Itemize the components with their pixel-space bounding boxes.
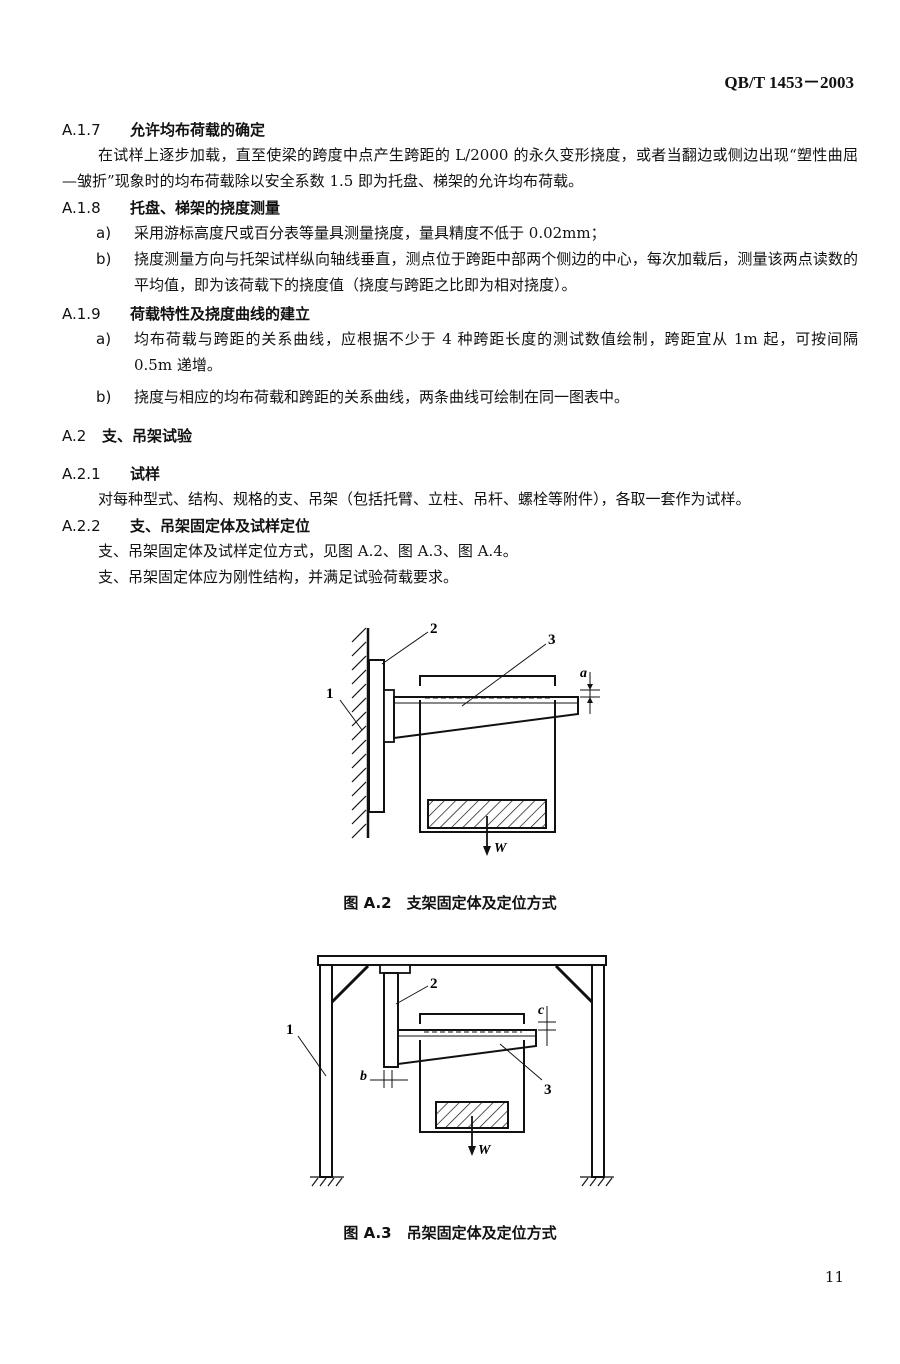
section-number: A.1.9: [62, 305, 101, 323]
section-number: A.2.2: [62, 517, 101, 535]
section-title: 荷载特性及挠度曲线的建立: [130, 305, 311, 323]
hanger-head: [379, 964, 411, 974]
load-label-w: W: [494, 841, 508, 856]
part-label-2: 2: [430, 976, 438, 992]
list-text: 均布荷载与跨距的关系曲线，应根据不少于 4 种跨距长度的测试数值绘制，跨距宜从 …: [134, 330, 858, 374]
list-item: b) 挠度与相应的均布荷载和跨距的关系曲线，两条曲线可绘制在同一图表中。: [62, 384, 858, 410]
section-title: 允许均布荷载的确定: [130, 121, 266, 139]
section-heading: A.1.8 托盘、梯架的挠度测量: [62, 196, 858, 220]
standard-code: QB/T 1453－2003: [724, 73, 854, 92]
section-heading: A.1.7 允许均布荷载的确定: [62, 118, 858, 142]
frame-column-left: [319, 964, 333, 1178]
figure-a2-diagram: 1 2 3 a W: [326, 621, 600, 856]
section-a22: A.2.2 支、吊架固定体及试样定位 支、吊架固定体及试样定位方式，见图 A.2、…: [62, 514, 858, 590]
dimension-label-c: c: [538, 1003, 545, 1018]
list-label: a): [96, 224, 112, 242]
bracket-base: [383, 689, 395, 743]
list-item: a) 均布荷载与跨距的关系曲线，应根据不少于 4 种跨距长度的测试数值绘制，跨距宜…: [62, 326, 858, 378]
dimension-label-b: b: [360, 1069, 367, 1084]
section-a21: A.2.1 试样 对每种型式、结构、规格的支、吊架（包括托臂、立柱、吊杆、螺栓等附…: [62, 462, 858, 512]
list-label: b): [96, 250, 112, 268]
paragraph: 支、吊架固定体应为刚性结构，并满足试验荷载要求。: [98, 568, 459, 586]
section-title: 支、吊架试验: [102, 427, 193, 445]
wall-hatch: [351, 627, 367, 839]
fixing-plate: [368, 659, 385, 813]
list-item: a) 采用游标高度尺或百分表等量具测量挠度，量具精度不低于 0.02mm；: [62, 220, 858, 246]
figure-a3-caption: 图 A.3 吊架固定体及定位方式: [343, 1224, 557, 1242]
frame-top-beam: [317, 955, 607, 966]
part-label-3: 3: [548, 632, 556, 648]
section-title: 试样: [130, 465, 161, 483]
figure-a3-diagram: 1 2 3 c b W: [286, 955, 614, 1187]
section-number: A.2.1: [62, 465, 101, 483]
list-item: b) 挠度测量方向与托架试样纵向轴线垂直，测点位于跨距中部两个侧边的中心，每次加载…: [62, 246, 858, 298]
part-label-2: 2: [430, 621, 438, 637]
section-a18: A.1.8 托盘、梯架的挠度测量 a) 采用游标高度尺或百分表等量具测量挠度，量具精…: [62, 196, 858, 298]
part-label-1: 1: [326, 686, 334, 702]
section-a19: A.1.9 荷载特性及挠度曲线的建立 a) 均布荷载与跨距的关系曲线，应根据不少于 …: [62, 302, 858, 410]
hanger-rod: [383, 972, 399, 1068]
part-label-1: 1: [286, 1022, 294, 1038]
dimension-label-a: a: [580, 666, 587, 681]
part-label-3: 3: [544, 1082, 552, 1098]
section-heading: A.2 支、吊架试验: [62, 424, 858, 448]
section-heading: A.2.2 支、吊架固定体及试样定位: [62, 514, 858, 538]
section-number: A.1.8: [62, 199, 101, 217]
section-a2: A.2 支、吊架试验: [62, 424, 858, 448]
figure-a2-caption: 图 A.2 支架固定体及定位方式: [343, 894, 557, 912]
section-number: A.2: [62, 427, 87, 445]
section-heading: A.2.1 试样: [62, 462, 858, 486]
section-number: A.1.7: [62, 121, 101, 139]
list-text: 挠度与相应的均布荷载和跨距的关系曲线，两条曲线可绘制在同一图表中。: [134, 388, 630, 406]
paragraph: 支、吊架固定体及试样定位方式，见图 A.2、图 A.3、图 A.4。: [98, 542, 518, 560]
section-heading: A.1.9 荷载特性及挠度曲线的建立: [62, 302, 858, 326]
list-text: 采用游标高度尺或百分表等量具测量挠度，量具精度不低于 0.02mm；: [134, 224, 606, 242]
ground-hatch: [310, 1176, 614, 1187]
list-label: b): [96, 388, 112, 406]
section-a17: A.1.7 允许均布荷载的确定 在试样上逐步加载，直至使梁的跨度中点产生跨距的 L…: [62, 118, 858, 194]
section-title: 支、吊架固定体及试样定位: [130, 517, 311, 535]
paragraph: 对每种型式、结构、规格的支、吊架（包括托臂、立柱、吊杆、螺栓等附件），各取一套作…: [98, 490, 751, 508]
cantilever-arm: [393, 696, 579, 740]
list-label: a): [96, 330, 112, 348]
page-number: 11: [824, 1268, 844, 1286]
section-title: 托盘、梯架的挠度测量: [130, 199, 281, 217]
cantilever-arm: [397, 1029, 537, 1066]
paragraph: 在试样上逐步加载，直至使梁的跨度中点产生跨距的 L/2000 的永久变形挠度，或…: [62, 146, 858, 190]
frame-column-right: [591, 964, 605, 1178]
load-label-w: W: [478, 1143, 492, 1158]
list-text: 挠度测量方向与托架试样纵向轴线垂直，测点位于跨距中部两个侧边的中心，每次加载后，…: [134, 250, 858, 294]
